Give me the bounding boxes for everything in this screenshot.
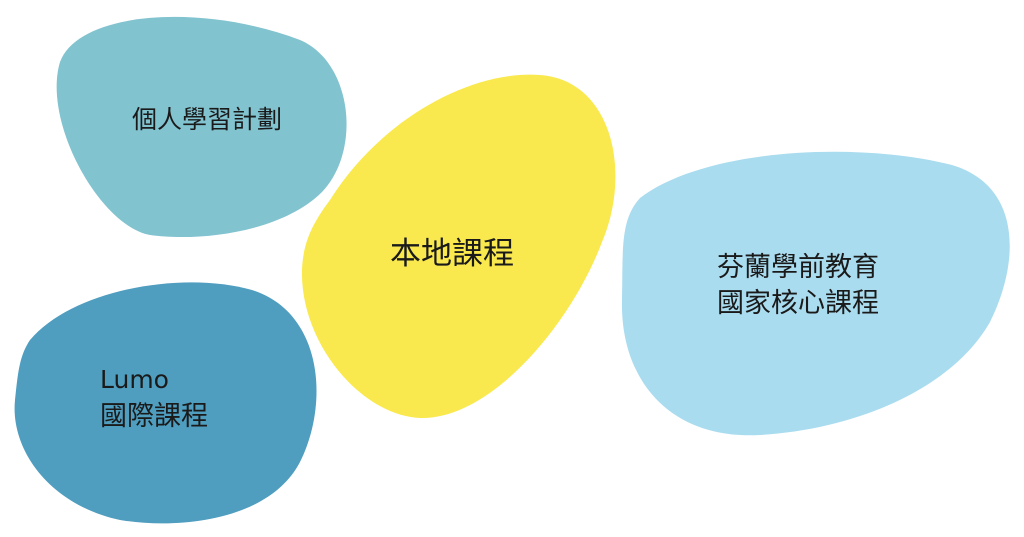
lumo-blob [14, 282, 317, 524]
local-curriculum-blob [301, 74, 616, 419]
finnish-curriculum-label-line2: 國家核心課程 [717, 288, 879, 319]
individual-plan-blob [56, 16, 347, 238]
lumo-label-line2: 國際課程 [100, 401, 208, 432]
lumo-label-line1: Lumo [100, 365, 169, 394]
finnish-curriculum-blob [621, 151, 1010, 436]
individual-plan-label: 個人學習計劃 [132, 105, 282, 134]
finnish-curriculum-label-line1: 芬蘭學前教育 [717, 252, 879, 283]
local-curriculum-label: 本地課程 [390, 236, 514, 272]
